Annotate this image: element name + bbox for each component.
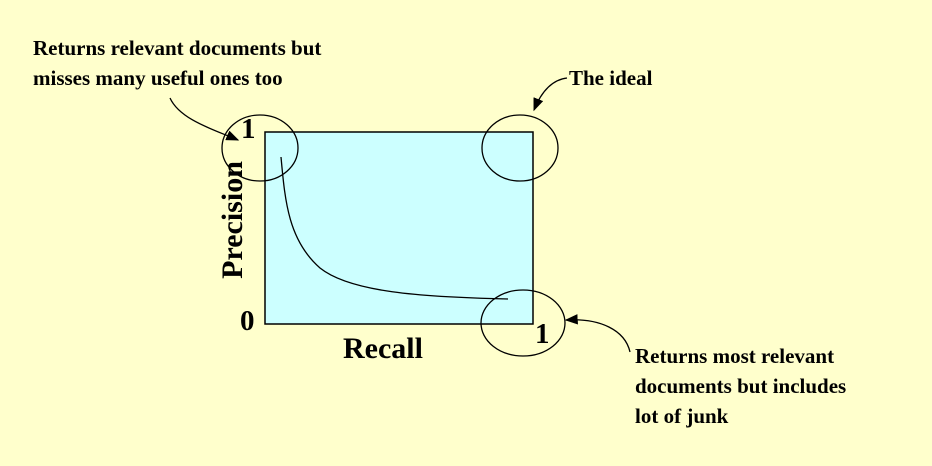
top-right-circle xyxy=(481,114,559,182)
arrow-top-right xyxy=(533,77,568,112)
y-max-label: 1 xyxy=(241,113,256,145)
annotation-line: lot of junk xyxy=(635,404,729,428)
annotation-bottom-right: Returns most relevant documents but incl… xyxy=(635,341,846,431)
y-axis-label: Precision xyxy=(216,161,249,279)
annotation-line: documents but includes xyxy=(635,374,847,398)
annotation-line: Returns most relevant xyxy=(635,344,835,368)
precision-recall-curve xyxy=(280,156,509,300)
annotation-line: Returns relevant documents but xyxy=(33,36,322,60)
x-max-label: 1 xyxy=(535,318,550,350)
arrow-top-left xyxy=(169,97,240,141)
annotation-line: misses many useful ones too xyxy=(33,66,283,90)
origin-label: 0 xyxy=(240,305,255,337)
plot-area xyxy=(264,131,534,325)
annotation-top-right: The ideal xyxy=(569,66,653,90)
x-axis-label: Recall xyxy=(343,332,423,365)
arrow-bottom-right xyxy=(564,314,631,353)
annotation-top-left: Returns relevant documents but misses ma… xyxy=(33,33,321,93)
top-left-circle xyxy=(221,114,299,182)
